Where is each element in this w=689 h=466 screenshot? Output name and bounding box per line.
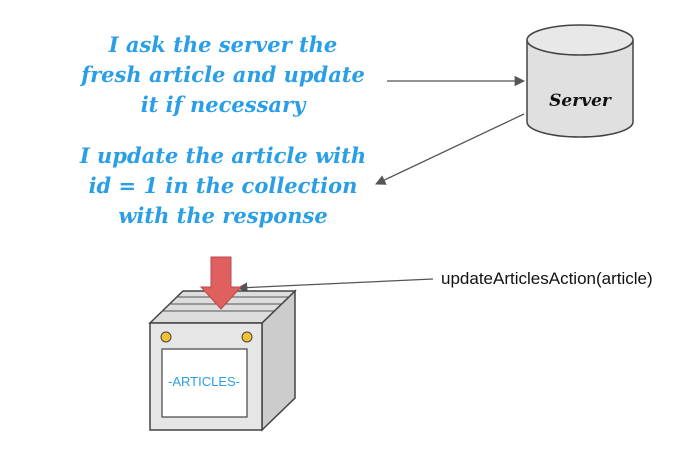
dispatch-arrow (236, 278, 434, 293)
note-line: with the response (118, 203, 328, 228)
store-label: -ARTICLES- (168, 374, 240, 389)
note-line: fresh article and update (81, 62, 365, 87)
action-label: updateArticlesAction(article) (441, 269, 653, 288)
store-label-panel (161, 348, 248, 418)
indicator-light-right (241, 331, 253, 343)
note-line: I ask the server the (108, 32, 338, 57)
note-line: I update the article with (79, 143, 367, 168)
indicator-light-left (160, 331, 172, 343)
note-update-collection: I update the article with id = 1 in the … (58, 141, 388, 231)
note-line: id = 1 in the collection (88, 173, 358, 198)
articles-store-box: -ARTICLES- (148, 289, 297, 432)
note-ask-server: I ask the server the fresh article and u… (58, 30, 388, 120)
server-label: Server (549, 91, 612, 111)
response-arrow (375, 113, 525, 185)
down-arrow-icon (199, 256, 243, 310)
server-database-icon: Server (526, 24, 634, 138)
note-line: it if necessary (140, 92, 306, 117)
